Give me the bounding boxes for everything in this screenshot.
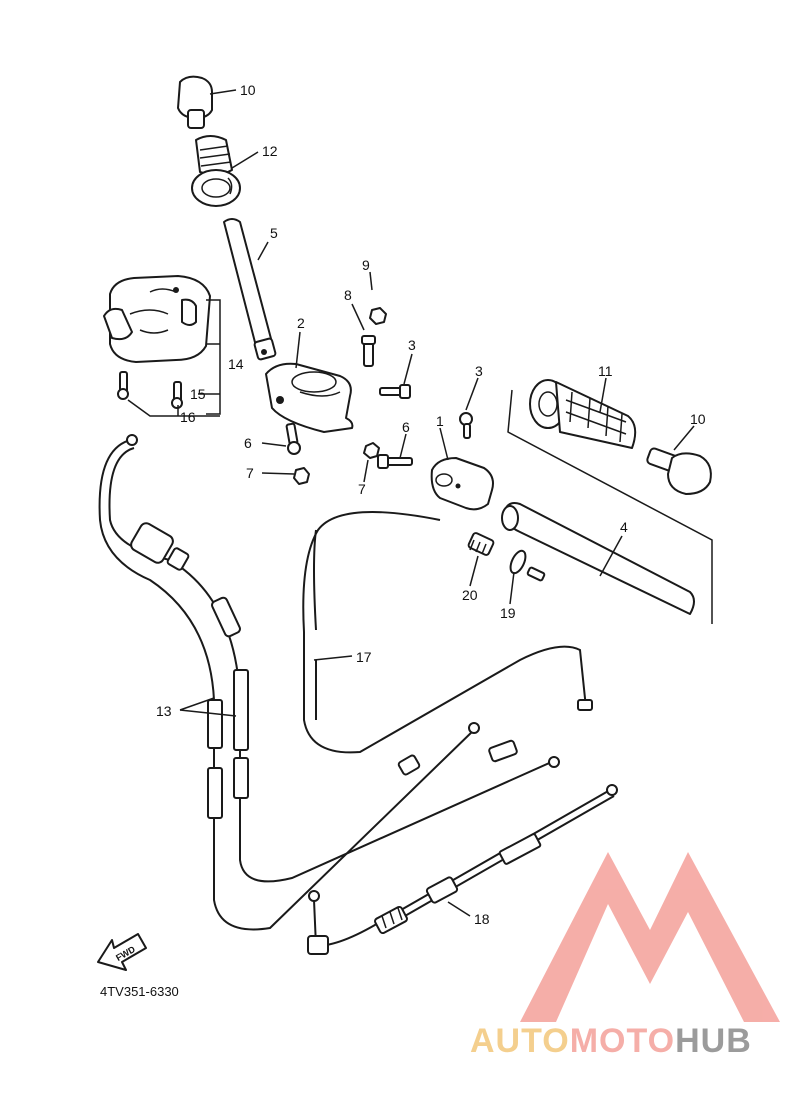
logo-triangle-mark xyxy=(520,852,780,1022)
callout-18: 18 xyxy=(474,911,490,927)
callout-19: 19 xyxy=(500,605,516,621)
callout-20: 20 xyxy=(462,587,478,603)
nut-7-right xyxy=(363,442,380,459)
callout-10-left: 10 xyxy=(240,82,256,98)
bracket-grip-4 xyxy=(507,389,713,624)
callout-3-left: 3 xyxy=(408,337,416,353)
callout-5: 5 xyxy=(270,225,278,241)
switch-screw-16 xyxy=(117,371,129,400)
callout-17: 17 xyxy=(356,649,372,665)
switch-housing xyxy=(103,275,211,363)
handlebar-left-tube xyxy=(223,218,277,361)
throttle-grip xyxy=(191,135,241,207)
watermark-hub: HUB xyxy=(675,1022,752,1060)
callout-8: 8 xyxy=(344,287,352,303)
switch-screw-15 xyxy=(171,381,183,409)
choke-cable xyxy=(307,784,618,955)
svg-text:AUTOMOTOHUB: AUTOMOTOHUB xyxy=(470,1022,752,1060)
callout-7-left: 7 xyxy=(246,465,254,481)
callout-14: 14 xyxy=(228,356,244,372)
throttle-housing-upper xyxy=(430,457,494,511)
callout-4: 4 xyxy=(620,519,628,535)
watermark-auto: AUTO xyxy=(470,1022,570,1060)
callout-12: 12 xyxy=(262,143,278,159)
bolt-3-left xyxy=(379,384,411,399)
callout-6-left: 6 xyxy=(244,435,252,451)
watermark-moto: MOTO xyxy=(570,1022,675,1060)
throttle-housing-lower xyxy=(265,362,354,433)
cable-adjuster xyxy=(467,532,495,556)
leader-lines xyxy=(179,89,695,917)
handlebar-right-tube xyxy=(501,502,695,615)
diagram-code: 4TV351-6330 xyxy=(100,984,179,999)
right-grip xyxy=(529,379,637,449)
callout-16: 16 xyxy=(180,409,196,425)
bolt-6-left xyxy=(285,422,301,455)
bracket-14-15-16 xyxy=(127,299,221,417)
handlebar-end-weight-right xyxy=(646,447,712,495)
callouts: 10 12 5 9 8 2 3 14 15 16 6 7 3 11 10 1 6… xyxy=(156,82,706,927)
forward-arrow: FWD xyxy=(97,933,147,971)
callout-9: 9 xyxy=(362,257,370,273)
callout-11: 11 xyxy=(598,363,613,379)
nut-9 xyxy=(369,307,387,325)
bolt-6-right xyxy=(377,454,413,469)
handlebar-end-weight-left xyxy=(177,75,213,129)
locknut xyxy=(509,549,546,582)
nut-7-left xyxy=(293,467,310,485)
callout-3-right: 3 xyxy=(475,363,483,379)
watermark-logo: AUTOMOTOHUB xyxy=(470,852,780,1060)
bolt-3-right xyxy=(459,412,473,439)
callout-1: 1 xyxy=(436,413,444,429)
throttle-cable-pair xyxy=(98,434,560,931)
bolt-8 xyxy=(361,335,376,367)
clutch-cable xyxy=(302,511,587,754)
callout-15: 15 xyxy=(190,386,206,402)
callout-6-right: 6 xyxy=(402,419,410,435)
callout-2: 2 xyxy=(297,315,305,331)
callout-10-right: 10 xyxy=(690,411,706,427)
callout-7-right: 7 xyxy=(358,481,366,497)
callout-13: 13 xyxy=(156,703,172,719)
